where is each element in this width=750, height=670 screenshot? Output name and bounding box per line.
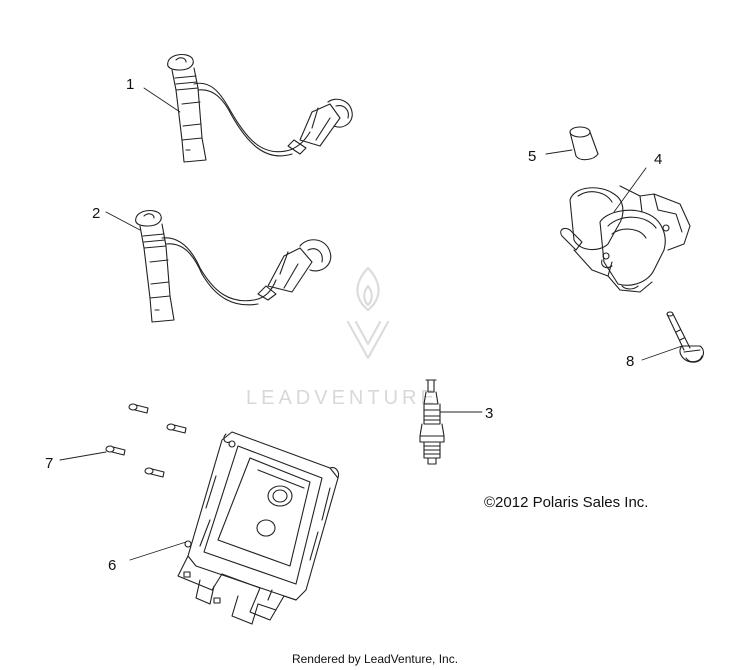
callout-1: 1 <box>126 76 134 93</box>
part-4-ignition-coil-pack <box>560 185 691 293</box>
part-5-spacer <box>569 126 599 161</box>
leader-4 <box>613 167 647 213</box>
leadventure-logo-watermark <box>346 266 390 360</box>
screw-a <box>128 403 149 414</box>
callout-6: 6 <box>108 557 116 574</box>
leader-1 <box>143 87 181 113</box>
leader-6 <box>129 541 187 561</box>
screw-d <box>144 467 165 478</box>
leader-2 <box>105 211 141 231</box>
screw-b <box>166 423 187 434</box>
part-2-ignition-lead <box>135 209 332 323</box>
leader-7 <box>59 451 107 461</box>
callout-5: 5 <box>528 148 536 165</box>
callout-4: 4 <box>654 151 662 168</box>
part-7-screws <box>105 403 187 478</box>
callout-7: 7 <box>45 455 53 472</box>
part-1-ignition-lead <box>167 53 353 163</box>
part-8-bolt <box>666 311 705 363</box>
callout-3: 3 <box>485 405 493 422</box>
footer-credit: Rendered by LeadVenture, Inc. <box>291 652 459 666</box>
callout-8: 8 <box>626 353 634 370</box>
copyright-notice: ©2012 Polaris Sales Inc. <box>484 494 649 511</box>
screw-c <box>105 445 126 456</box>
watermark-text: LEADVENTURE <box>246 387 438 409</box>
part-3-spark-plug <box>419 379 445 465</box>
part-6-ecu-module <box>177 431 340 625</box>
leader-8 <box>641 345 683 361</box>
leader-lines <box>59 87 683 561</box>
callout-2: 2 <box>92 205 100 222</box>
leader-5 <box>545 149 573 155</box>
